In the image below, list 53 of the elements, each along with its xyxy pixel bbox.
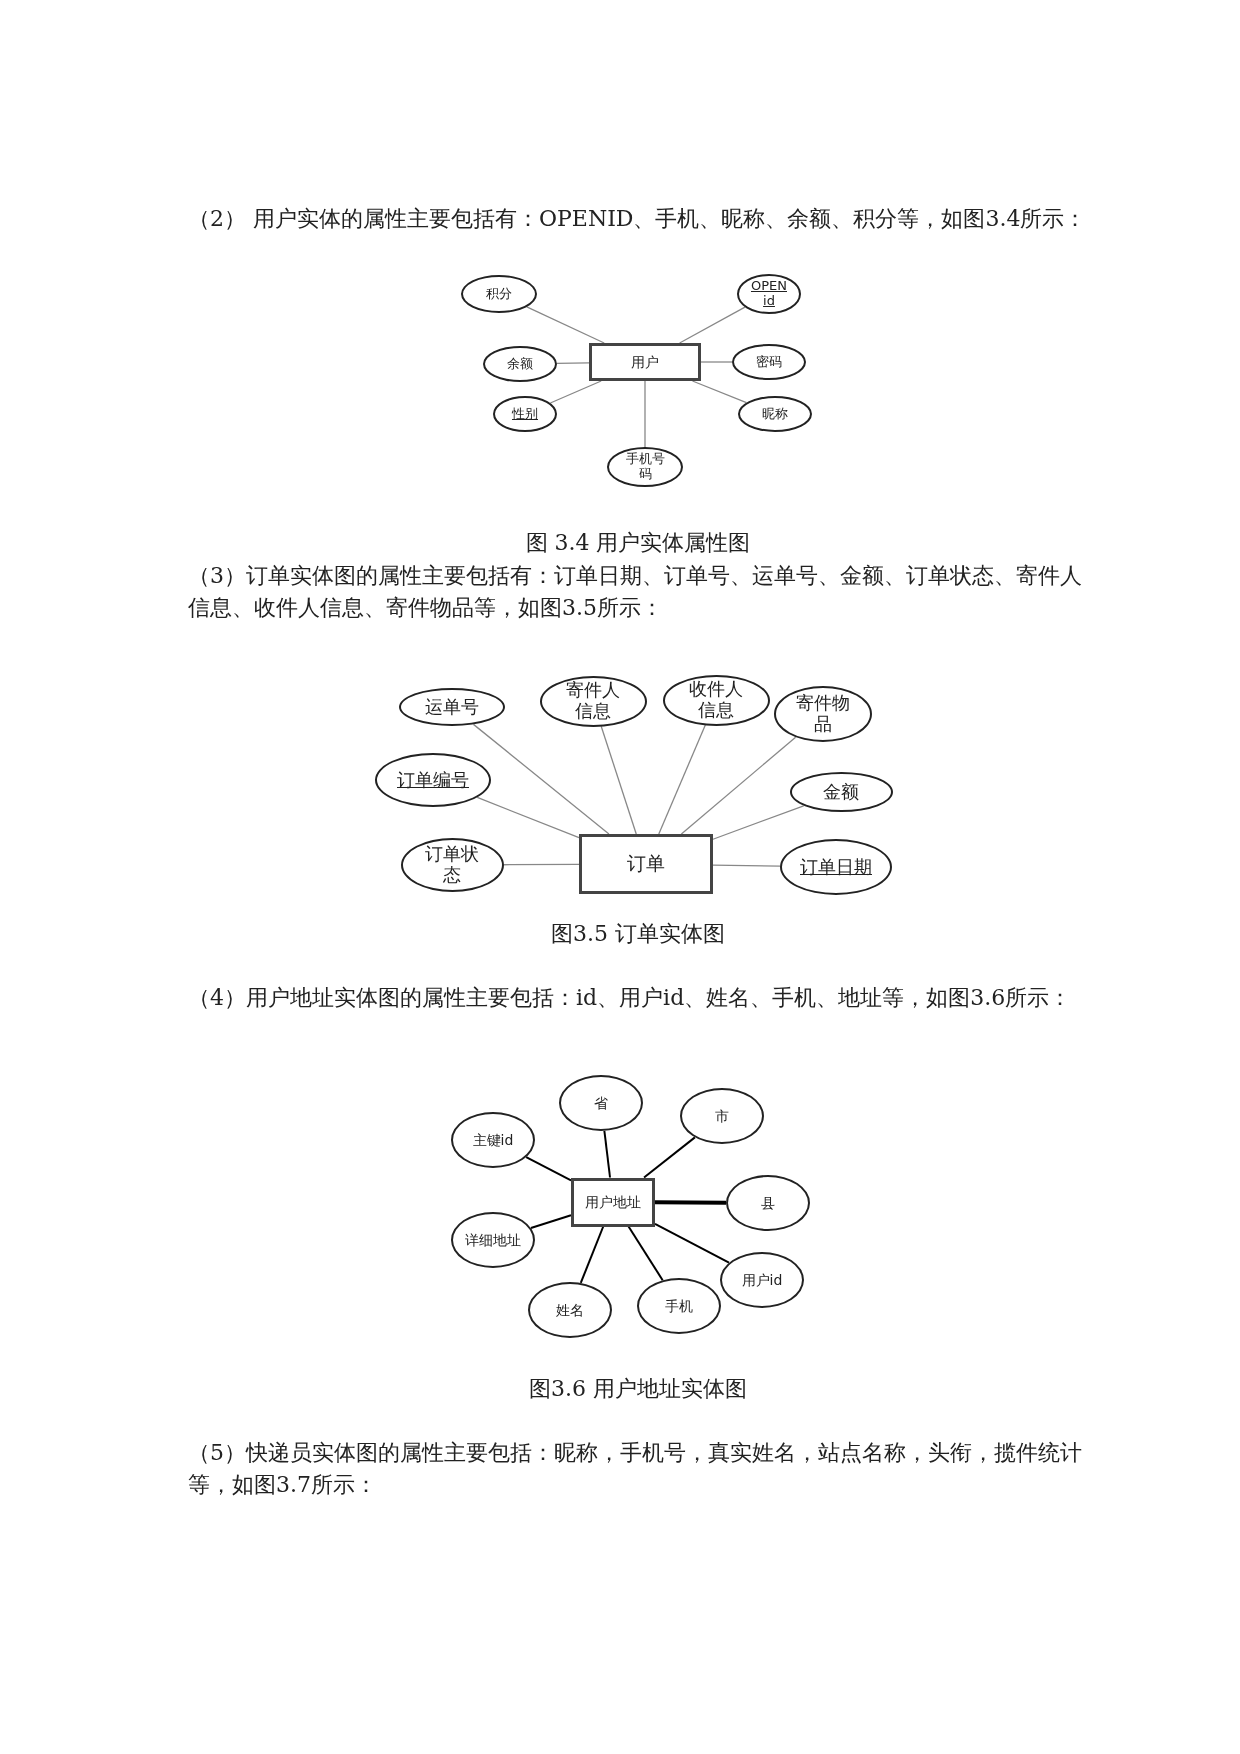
attribute-ellipse: 昵称 [738, 396, 812, 432]
attribute-ellipse: 运单号 [399, 688, 505, 726]
connector-line [712, 864, 781, 867]
connector-line [603, 1129, 612, 1179]
connector-line [502, 863, 580, 866]
connector-line [654, 1223, 730, 1264]
entity-box: 用户 [589, 343, 701, 381]
attribute-ellipse: 姓名 [528, 1282, 612, 1338]
attribute-ellipse: 省 [559, 1075, 643, 1131]
paragraph-text: （2） 用户实体的属性主要包括有：OPENID、手机、昵称、余额、积分等，如图3.4所示： [188, 205, 1088, 233]
attribute-ellipse: 手机 [637, 1278, 721, 1334]
attribute-ellipse: 寄件人信息 [539, 675, 647, 727]
connector-line [658, 724, 706, 835]
figure-caption: 图3.6 用户地址实体图 [528, 1375, 748, 1403]
connector-line [655, 1200, 726, 1205]
paragraph-text: （5）快递员实体图的属性主要包括：昵称，手机号，真实姓名，站点名称，头衔，揽件统计等，如图3.7所示： [188, 1439, 1083, 1499]
connector-line [679, 306, 746, 344]
paragraph-text: （4）用户地址实体图的属性主要包括：id、用户id、姓名、手机、地址等，如图3.6所示： [188, 984, 1073, 1012]
connector-line [476, 796, 580, 839]
connector-line [556, 362, 590, 365]
connector-line [712, 805, 805, 840]
attribute-ellipse: 主键id [451, 1112, 535, 1168]
attribute-ellipse: 积分 [461, 275, 537, 313]
connector-line [600, 725, 637, 835]
connector-line [691, 380, 748, 404]
attribute-ellipse: 用户id [720, 1252, 804, 1308]
attribute-ellipse: 手机号码 [607, 447, 683, 487]
entity-box: 订单 [579, 834, 713, 894]
attribute-ellipse: 余额 [483, 346, 557, 382]
attribute-ellipse: 性别 [493, 396, 557, 432]
connector-line [579, 1225, 605, 1284]
connector-line [526, 306, 605, 344]
connector-line [680, 736, 797, 835]
connector-line [472, 723, 610, 835]
attribute-ellipse: 金额 [789, 772, 893, 812]
entity-box: 用户地址 [571, 1177, 655, 1227]
attribute-ellipse: 收件人信息 [662, 674, 770, 726]
connector-line [643, 1136, 696, 1179]
attribute-ellipse: 县 [726, 1175, 810, 1231]
attribute-ellipse: OPEN id [737, 274, 801, 314]
connector-line [644, 380, 646, 448]
attribute-ellipse: 订单状态 [400, 838, 504, 892]
attribute-ellipse: 详细地址 [451, 1212, 535, 1268]
connector-line [525, 1156, 572, 1182]
attribute-ellipse: 密码 [732, 344, 806, 380]
attribute-ellipse: 订单日期 [780, 839, 892, 895]
connector-line [700, 361, 733, 363]
attribute-ellipse: 寄件物品 [774, 686, 872, 742]
attribute-ellipse: 市 [680, 1088, 764, 1144]
figure-caption: 图 3.4 用户实体属性图 [524, 529, 752, 557]
figure-caption: 图3.5 订单实体图 [550, 920, 726, 948]
paragraph-text: （3）订单实体图的属性主要包括有：订单日期、订单号、运单号、金额、订单状态、寄件人信息、收件人信息、寄件物品等，如图3.5所示： [188, 562, 1083, 622]
attribute-ellipse: 订单编号 [375, 753, 491, 807]
